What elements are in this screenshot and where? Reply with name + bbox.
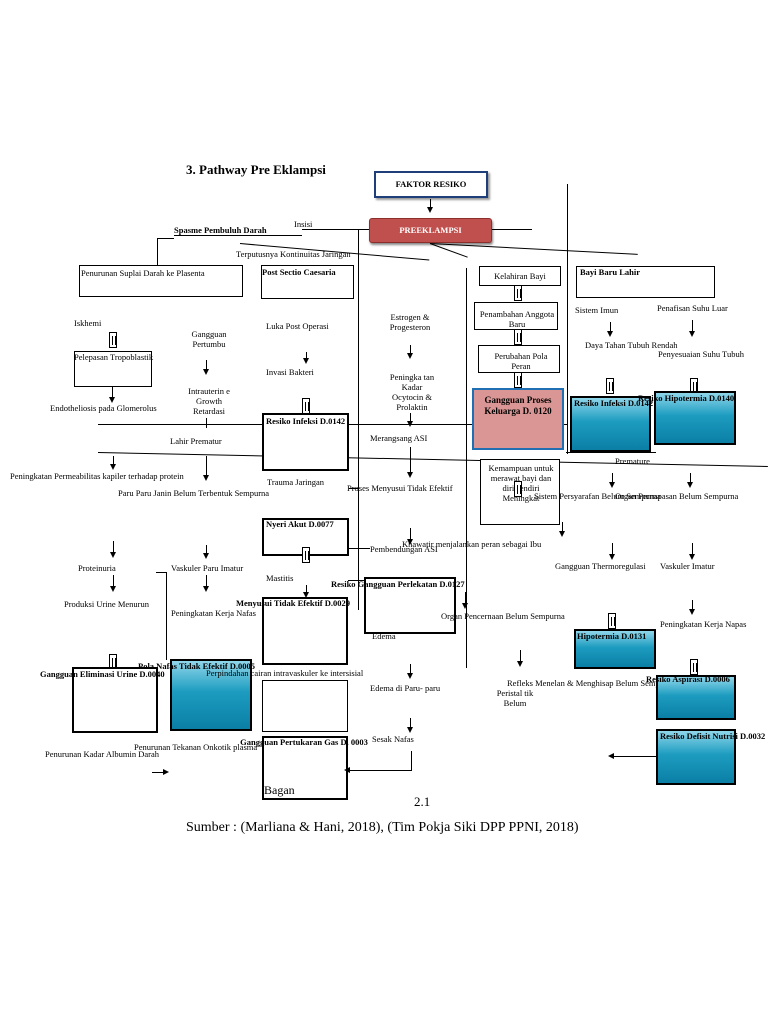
edema-label: Edema xyxy=(372,631,396,641)
insisi-label: Insisi xyxy=(294,219,313,229)
gangguan-gas-label: Gangguan Pertukaran Gas D. 0003 xyxy=(240,737,368,747)
preeklampsi-label: PREEKLAMPSI xyxy=(399,225,462,235)
sistem-persyarafan-label: Sistem Persyarafan Belum Sempurna xyxy=(534,491,661,501)
hipotermia-label: Hipotermia D.0131 xyxy=(577,631,647,641)
peningkatan-oxytocin-label: Peningka tan Kadar Ocytocin & Prolaktin xyxy=(389,372,435,410)
hipotermia-box xyxy=(574,629,656,669)
vaskuler-imatur-label: Vaskuler Paru Imatur xyxy=(171,563,244,573)
gangguan-keluarga-label: Gangguan Proses Keluarga D. 0120 xyxy=(484,395,552,416)
resiko-infeksi-bayi-label: Resiko Infeksi D.0142 xyxy=(574,398,654,408)
vaskuler-imatur-right-label: Vaskuler Imatur xyxy=(660,561,715,571)
perpindahan-label: Perpindahan cairan intravaskuler ke inte… xyxy=(206,668,364,678)
resiko-hipotermia-label: Resiko Hipotermia D.0140 xyxy=(638,393,735,403)
resiko-infeksi-label: Resiko Infeksi D.0142 xyxy=(266,416,346,426)
sistem-imun-label: Sistem Imun xyxy=(575,305,619,315)
page-title: 3. Pathway Pre Eklampsi xyxy=(186,162,326,177)
penafisan-label: Penafisan Suhu Luar xyxy=(657,303,728,313)
resiko-aspirasi-box xyxy=(656,675,736,720)
merangsang-label: Merangsang ASI xyxy=(370,433,428,443)
penyesuaian-label: Penyesuaian Suhu Tubuh xyxy=(658,349,744,359)
estrogen-label: Estrogen & Progesteron xyxy=(389,312,431,332)
bayi-baru-box xyxy=(576,266,715,298)
gangguan-gas-box xyxy=(262,736,348,800)
menyusui-box xyxy=(262,597,348,665)
faktor-resiko-label: FAKTOR RESIKO xyxy=(395,179,467,189)
resiko-hipotermia-box xyxy=(654,391,736,445)
resiko-aspirasi-label: Resiko Aspirasi D.0006 xyxy=(646,674,730,684)
penurunan-albumin-label: Penurunan Kadar Albumin Darah xyxy=(45,749,160,759)
gangguan-keluarga-box xyxy=(472,388,564,450)
penurunan-suplai-box xyxy=(79,265,243,297)
proses-menyusui-label: Proses Menyusui Tidak Efektif xyxy=(347,483,453,493)
kelahiran-label: Kelahiran Bayi xyxy=(494,271,546,281)
resiko-perlekatan-label: Resiko Gangguan Perlekatan D.0127 xyxy=(331,579,465,589)
kemampuan-box xyxy=(480,459,560,525)
figure-source: Sumber : (Marliana & Hani, 2018), (Tim P… xyxy=(186,820,579,835)
pelepasan-box xyxy=(74,351,152,387)
bagan-label: Bagan xyxy=(264,783,295,797)
resiko-perlekatan-box xyxy=(364,577,456,634)
gangguan-thermo-label: Gangguan Thermoregulasi xyxy=(555,561,646,571)
mastitis-label: Mastitis xyxy=(266,573,294,583)
paru-janin-label: Paru Paru Janin Belum Terbentuk Sempurna xyxy=(118,488,270,498)
resiko-defisit-box xyxy=(656,729,736,785)
luka-label: Luka Post Operasi xyxy=(266,321,329,331)
pembendungan-label: Pembendungan ASI xyxy=(370,544,438,554)
resiko-infeksi-box xyxy=(262,413,349,471)
penurunan-onkotik-label: Penurunan Tekanan Onkotik plasma xyxy=(134,742,258,752)
endotheliosis-label: Endotheliosis pada Glomerolus xyxy=(50,403,157,413)
figure-number: 2.1 xyxy=(414,794,431,809)
preeklampsi-box: PREEKLAMPSI xyxy=(369,218,492,243)
post-sc-box xyxy=(261,265,354,299)
permeabilitas-label: Peningkatan Permeabilitas kapiler terhad… xyxy=(10,471,184,481)
khawatir-label: Khawatir menjalankan peran sebagai Ibu xyxy=(402,539,542,549)
terputusnya-label: Terputusnya Kontinuitas Jaringan xyxy=(236,249,351,259)
post-sc-label: Post Sectio Caesaria xyxy=(262,267,336,277)
iskhemi-label: Iskhemi xyxy=(74,318,102,328)
resiko-infeksi-bayi-box xyxy=(570,396,651,452)
spasme-label: Spasme Pembuluh Darah xyxy=(174,225,267,235)
bayi-baru-label: Bayi Baru Lahir xyxy=(580,267,640,277)
daya-tahan-label: Daya Tahan Tubuh Rendah xyxy=(585,340,678,350)
menyusui-label: Menyusui Tidak Efektif D.0029 xyxy=(236,598,350,608)
edema-paru-label: Edema di Paru- paru xyxy=(370,683,441,693)
pelepasan-label: Pelepasan Tropoblastik xyxy=(74,352,154,362)
kerja-nafas-label: Peningkatan Kerja Nafas xyxy=(171,608,256,618)
perpindahan-box xyxy=(262,680,348,732)
organ-label: Organ Pencernaan Belum Sempurna xyxy=(441,611,565,621)
pola-nafas-label: Pola Nafas Tidak Efektif D.0005 xyxy=(138,661,256,671)
kerja-napas-right-label: Peningkatan Kerja Napas xyxy=(660,619,747,629)
sesak-label: Sesak Nafas xyxy=(372,734,414,744)
faktor-resiko-box: FAKTOR RESIKO xyxy=(374,171,488,198)
refleks-label: Refleks Menelan & Menghisap Belum Sempur… xyxy=(507,678,675,688)
pola-nafas-box xyxy=(170,659,252,731)
resiko-defisit-label: Resiko Defisit Nutrisi D.0032 xyxy=(660,731,766,741)
lahir-prematur-label: Lahir Prematur xyxy=(170,436,222,446)
invasi-label: Invasi Bakteri xyxy=(266,367,314,377)
nyeri-label: Nyeri Akut D.0077 xyxy=(266,519,334,529)
penurunan-suplai-label: Penurunan Suplai Darah ke Plasenta xyxy=(81,268,205,278)
penambahan-label: Penambahan Anggota Baru xyxy=(479,309,555,329)
gangguan-eliminasi-label: Gangguan Eliminasi Urine D.0040 xyxy=(40,669,165,679)
premature-label: Premature xyxy=(615,456,650,466)
perubahan-pola-label: Perubahan Pola Peran xyxy=(494,351,548,371)
organ-pernapasan-label: Organ Pernapasan Belum Sempurna xyxy=(615,491,739,501)
proteinuria-label: Proteinuria xyxy=(78,563,116,573)
trauma-label: Trauma Jaringan xyxy=(267,477,325,487)
produksi-urine-label: Produksi Urine Menurun xyxy=(64,599,149,609)
gangguan-eliminasi-box xyxy=(72,667,158,733)
intrauterine-label: Intrauterin e Growth Retardasi xyxy=(188,386,230,415)
peristaltik-label: Peristal tik Belum xyxy=(496,688,534,708)
gangguan-pertumbuhan-label: Gangguan Pertumbu xyxy=(191,329,227,349)
